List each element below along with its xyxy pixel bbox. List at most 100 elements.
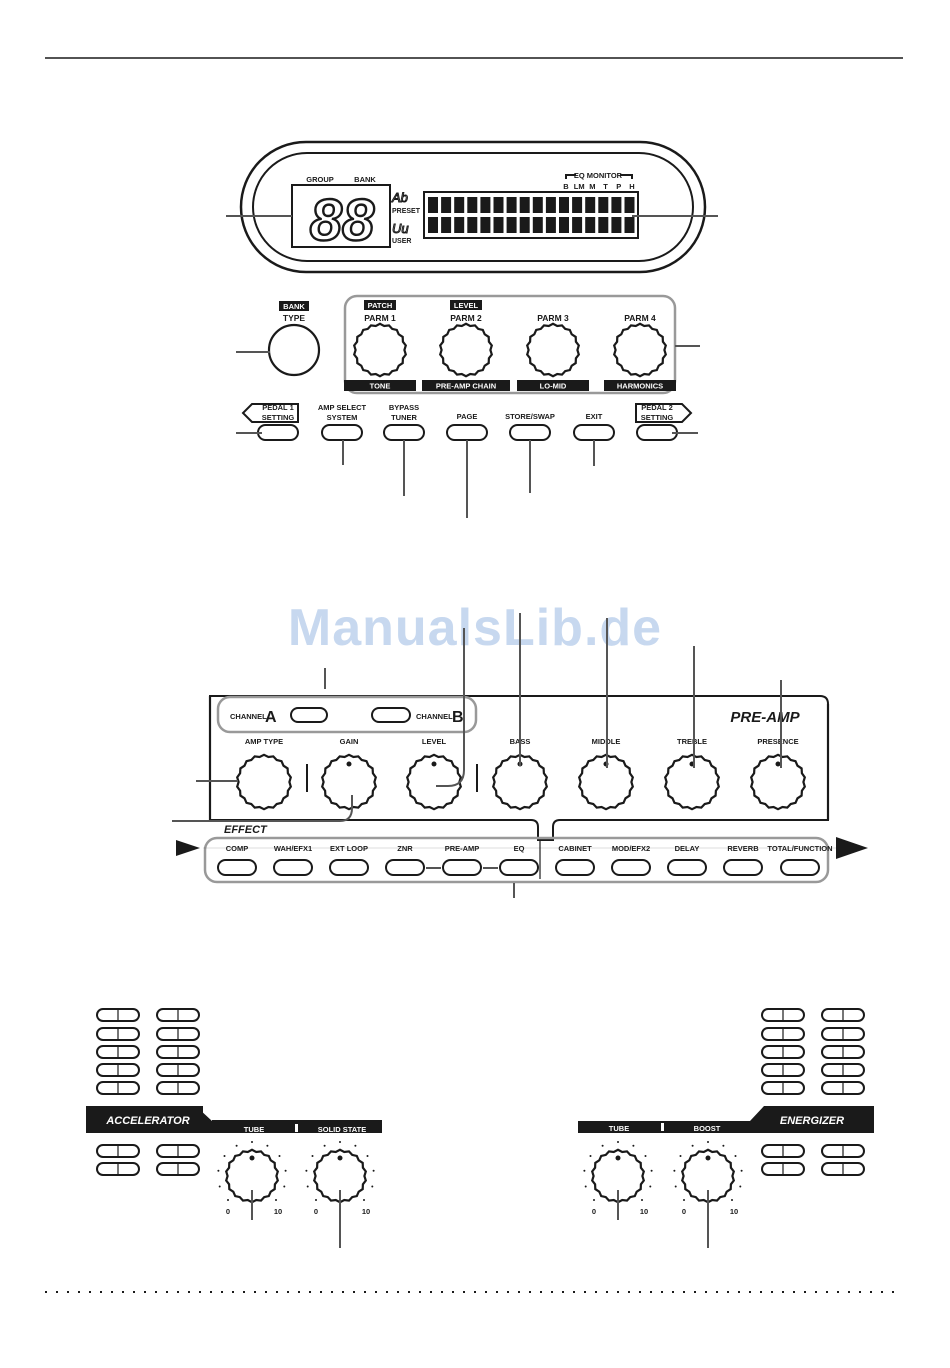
- effect-button-group: DELAY: [667, 844, 707, 876]
- led-window: [291, 184, 391, 248]
- effect-button-8[interactable]: [611, 859, 651, 876]
- top-button-7[interactable]: [636, 424, 678, 441]
- lcd-cell: [506, 197, 517, 213]
- ene-boost-knob[interactable]: [680, 1148, 736, 1204]
- ene-tube-label: TUBE: [609, 1124, 629, 1133]
- preamp-knob-7[interactable]: [749, 753, 807, 811]
- top-button-group: PAGE: [446, 412, 488, 441]
- channel-b-label: CHANNEL: [416, 712, 453, 721]
- ene-tube-knob[interactable]: [590, 1148, 646, 1204]
- channel-a-label: CHANNEL: [230, 712, 267, 721]
- type-knob[interactable]: [267, 323, 321, 377]
- effect-button-1[interactable]: [217, 859, 257, 876]
- user-glyph: Uu: [392, 221, 409, 236]
- accelerator-title: ACCELERATOR: [105, 1115, 189, 1127]
- lcd-cell: [428, 197, 438, 213]
- effect-button-5[interactable]: [442, 859, 482, 876]
- effect-label: REVERB: [727, 844, 759, 853]
- acc-solid-state-knob[interactable]: [312, 1148, 368, 1204]
- lcd-cell: [559, 197, 569, 213]
- lcd-cell: [572, 197, 583, 213]
- lcd-cell: [611, 217, 622, 233]
- eq-band-label: LM: [574, 182, 585, 191]
- parm-label: PARM 4: [624, 313, 656, 323]
- effect-button-10[interactable]: [723, 859, 763, 876]
- acc-button-col-right: [156, 1144, 200, 1158]
- top-button-4[interactable]: [446, 424, 488, 441]
- acc-solid-state-label: SOLID STATE: [318, 1125, 366, 1134]
- preamp-knob-4[interactable]: [491, 753, 549, 811]
- scale-min: 0: [226, 1207, 230, 1216]
- lcd-cell: [572, 217, 583, 233]
- effect-button-group: TOTAL/FUNCTION: [767, 844, 833, 876]
- preamp-knob-5[interactable]: [577, 753, 635, 811]
- channel-b-button[interactable]: [371, 707, 411, 723]
- scale-min: 0: [682, 1207, 686, 1216]
- effect-button-2[interactable]: [273, 859, 313, 876]
- acc-button-col-right: [156, 1008, 200, 1022]
- top-button-5[interactable]: [509, 424, 551, 441]
- parm-label: PARM 2: [450, 313, 482, 323]
- effect-button-3[interactable]: [329, 859, 369, 876]
- effect-frame: [203, 836, 830, 884]
- preset-glyph: Ab: [391, 190, 408, 205]
- button-label-line1: PEDAL 2: [641, 403, 673, 412]
- lcd-cell: [519, 217, 530, 233]
- preamp-knob-3[interactable]: [405, 753, 463, 811]
- top-button-2[interactable]: [321, 424, 363, 441]
- watermark: ManualsLib.de: [287, 599, 663, 657]
- preamp-knob-label: LEVEL: [422, 737, 447, 746]
- top-button-3[interactable]: [383, 424, 425, 441]
- lcd-cell: [480, 197, 491, 213]
- ene-button-col-left: [761, 1081, 805, 1095]
- acc-button-col-left: [96, 1162, 140, 1176]
- scale-max: 10: [640, 1207, 648, 1216]
- scale-min: 0: [592, 1207, 596, 1216]
- effect-label: EXT LOOP: [330, 844, 368, 853]
- lcd-cell: [598, 217, 609, 233]
- preamp-knob-group: PRESENCE: [749, 737, 807, 811]
- button-label-line1: AMP SELECT: [318, 403, 367, 412]
- top-button-1[interactable]: [257, 424, 299, 441]
- parm-4-knob[interactable]: [612, 322, 668, 378]
- parm-2-knob[interactable]: [438, 322, 494, 378]
- lcd-cell: [467, 217, 478, 233]
- channel-a-letter: A: [265, 709, 277, 726]
- parm-3-group: PARM 3LO-MID: [517, 313, 589, 391]
- effect-button-group: WAH/EFX1: [273, 844, 313, 876]
- preamp-knob-2[interactable]: [320, 753, 378, 811]
- top-button-group: EXIT: [573, 412, 615, 441]
- parm-tag: PATCH: [368, 301, 393, 310]
- led-digits: 88: [310, 188, 375, 253]
- button-label-line2: SETTING: [641, 413, 674, 422]
- effect-button-9[interactable]: [667, 859, 707, 876]
- ene-button-col-left: [761, 1008, 805, 1022]
- ene-boost-label: BOOST: [694, 1124, 721, 1133]
- acc-tube-knob[interactable]: [224, 1148, 280, 1204]
- lcd-cell: [454, 217, 465, 233]
- parm-1-knob[interactable]: [352, 322, 408, 378]
- ene-button-col-right: [821, 1027, 865, 1041]
- top-button-6[interactable]: [573, 424, 615, 441]
- effect-button-7[interactable]: [555, 859, 595, 876]
- user-label: USER: [392, 238, 411, 245]
- preamp-knob-6[interactable]: [663, 753, 721, 811]
- parm-sub-label: PRE-AMP CHAIN: [436, 382, 496, 391]
- type-knob-group: BANK TYPE: [267, 301, 321, 377]
- eq-band-label: P: [616, 182, 621, 191]
- channel-a-button[interactable]: [290, 707, 328, 723]
- effect-button-6[interactable]: [499, 859, 539, 876]
- lcd-cell: [493, 197, 504, 213]
- parm-3-knob[interactable]: [525, 322, 581, 378]
- lcd-cell: [441, 197, 452, 213]
- acc-button-col-right: [156, 1063, 200, 1077]
- lcd-cell: [598, 197, 609, 213]
- channel-frame: [216, 695, 478, 734]
- preamp-knob-1[interactable]: [235, 753, 293, 811]
- effect-button-11[interactable]: [780, 859, 820, 876]
- effect-button-4[interactable]: [385, 859, 425, 876]
